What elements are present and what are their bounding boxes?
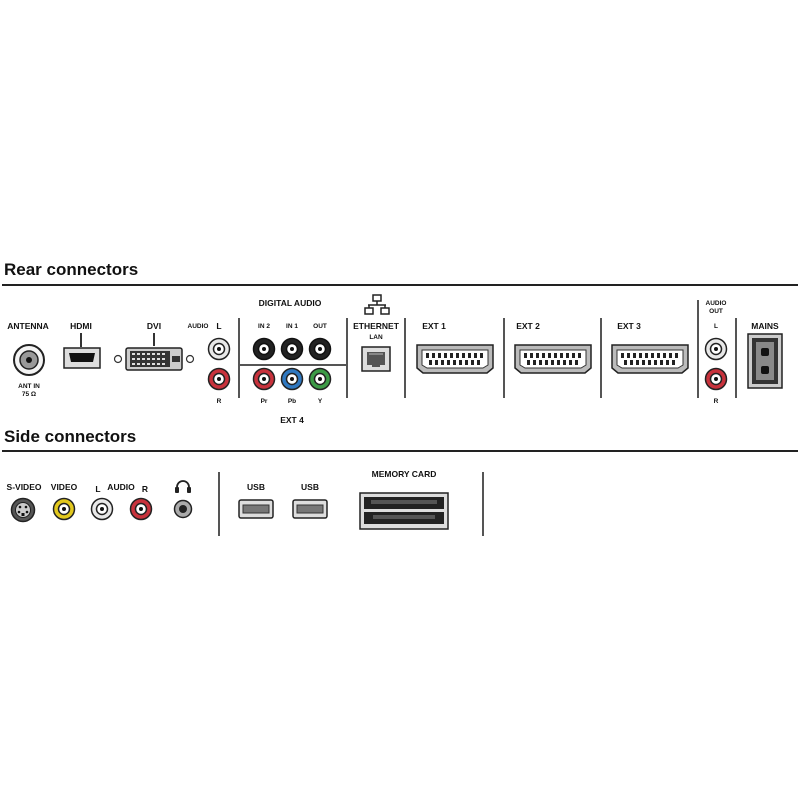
- digital-in1-jack: [280, 337, 304, 361]
- ethernet-port: [361, 346, 391, 372]
- audio-out-label-2: OUT: [709, 308, 723, 315]
- usb2-label: USB: [301, 482, 319, 492]
- ext3-label: EXT 3: [617, 321, 641, 331]
- digital-in1-label: IN 1: [286, 323, 298, 330]
- side-audio-right-jack: [129, 497, 153, 521]
- usb1-port: [238, 499, 274, 519]
- audio-out-right-jack: [704, 367, 728, 391]
- rear-audio-right-label: R: [216, 398, 222, 405]
- rear-audio-left-label: L: [216, 321, 222, 331]
- memory-card-slot: [359, 492, 449, 530]
- component-pb-jack: [280, 367, 304, 391]
- ext1-label: EXT 1: [422, 321, 446, 331]
- dvi-label: DVI: [146, 321, 162, 331]
- component-pr-label: Pr: [260, 398, 268, 405]
- side-connectors-title: Side connectors: [4, 427, 137, 446]
- headphone-jack: [173, 499, 193, 519]
- mains-label: MAINS: [751, 321, 779, 331]
- side-audio-left-jack: [90, 497, 114, 521]
- digital-in2-label: IN 2: [258, 323, 270, 330]
- audio-out-label-1: AUDIO: [705, 300, 727, 307]
- digital-out-label: OUT: [313, 323, 327, 330]
- separator: [735, 318, 737, 398]
- audio-out-left-label: L: [714, 323, 718, 330]
- antenna-port: [13, 344, 45, 376]
- separator: [600, 318, 602, 398]
- component-pr-jack: [252, 367, 276, 391]
- usb1-label: USB: [247, 482, 265, 492]
- ethernet-lan-label: LAN: [369, 334, 383, 341]
- audio-out-right-label: R: [713, 398, 719, 405]
- ext2-scart-port: [514, 344, 592, 374]
- memory-card-label: MEMORY CARD: [371, 469, 437, 479]
- mains-socket: [747, 333, 783, 389]
- ext3-scart-port: [611, 344, 689, 374]
- svideo-label: S-VIDEO: [6, 482, 42, 492]
- component-pb-label: Pb: [287, 398, 297, 405]
- rear-connectors-title: Rear connectors: [4, 260, 139, 279]
- separator: [404, 318, 406, 398]
- antenna-sub1: ANT IN: [18, 383, 40, 390]
- rear-audio-left-jack: [207, 337, 231, 361]
- rear-audio-label: AUDIO: [187, 323, 209, 330]
- side-audio-left-label: L: [95, 484, 101, 494]
- digital-out-jack: [308, 337, 332, 361]
- hdmi-port: [63, 347, 101, 369]
- video-label: VIDEO: [50, 482, 78, 492]
- separator: [218, 472, 220, 536]
- headphones-icon: [175, 480, 191, 493]
- component-y-jack: [308, 367, 332, 391]
- rear-title-rule: [2, 284, 798, 286]
- antenna-label: ANTENNA: [7, 321, 49, 331]
- separator: [697, 300, 699, 398]
- dvi-port: [113, 347, 195, 371]
- dvi-label-tick: [153, 333, 155, 346]
- rear-audio-right-jack: [207, 367, 231, 391]
- ext4-label: EXT 4: [280, 415, 304, 425]
- svideo-port: [10, 497, 36, 523]
- separator: [503, 318, 505, 398]
- hdmi-label-tick: [80, 333, 82, 347]
- side-audio-right-label: R: [141, 484, 149, 494]
- ext2-label: EXT 2: [516, 321, 540, 331]
- digital-audio-label: DIGITAL AUDIO: [258, 298, 322, 308]
- usb2-port: [292, 499, 328, 519]
- digital-in2-jack: [252, 337, 276, 361]
- ext1-scart-port: [416, 344, 494, 374]
- hdmi-label: HDMI: [70, 321, 92, 331]
- ethernet-network-icon: [364, 294, 390, 315]
- component-y-label: Y: [317, 398, 323, 405]
- antenna-sub2: 75 Ω: [21, 391, 37, 398]
- side-audio-label: AUDIO: [107, 482, 135, 492]
- video-jack: [52, 497, 76, 521]
- digital-component-divider: [240, 364, 346, 366]
- side-title-rule: [2, 450, 798, 452]
- separator: [346, 318, 348, 398]
- separator: [238, 318, 240, 398]
- audio-out-left-jack: [704, 337, 728, 361]
- separator: [482, 472, 484, 536]
- ethernet-label: ETHERNET: [353, 321, 399, 331]
